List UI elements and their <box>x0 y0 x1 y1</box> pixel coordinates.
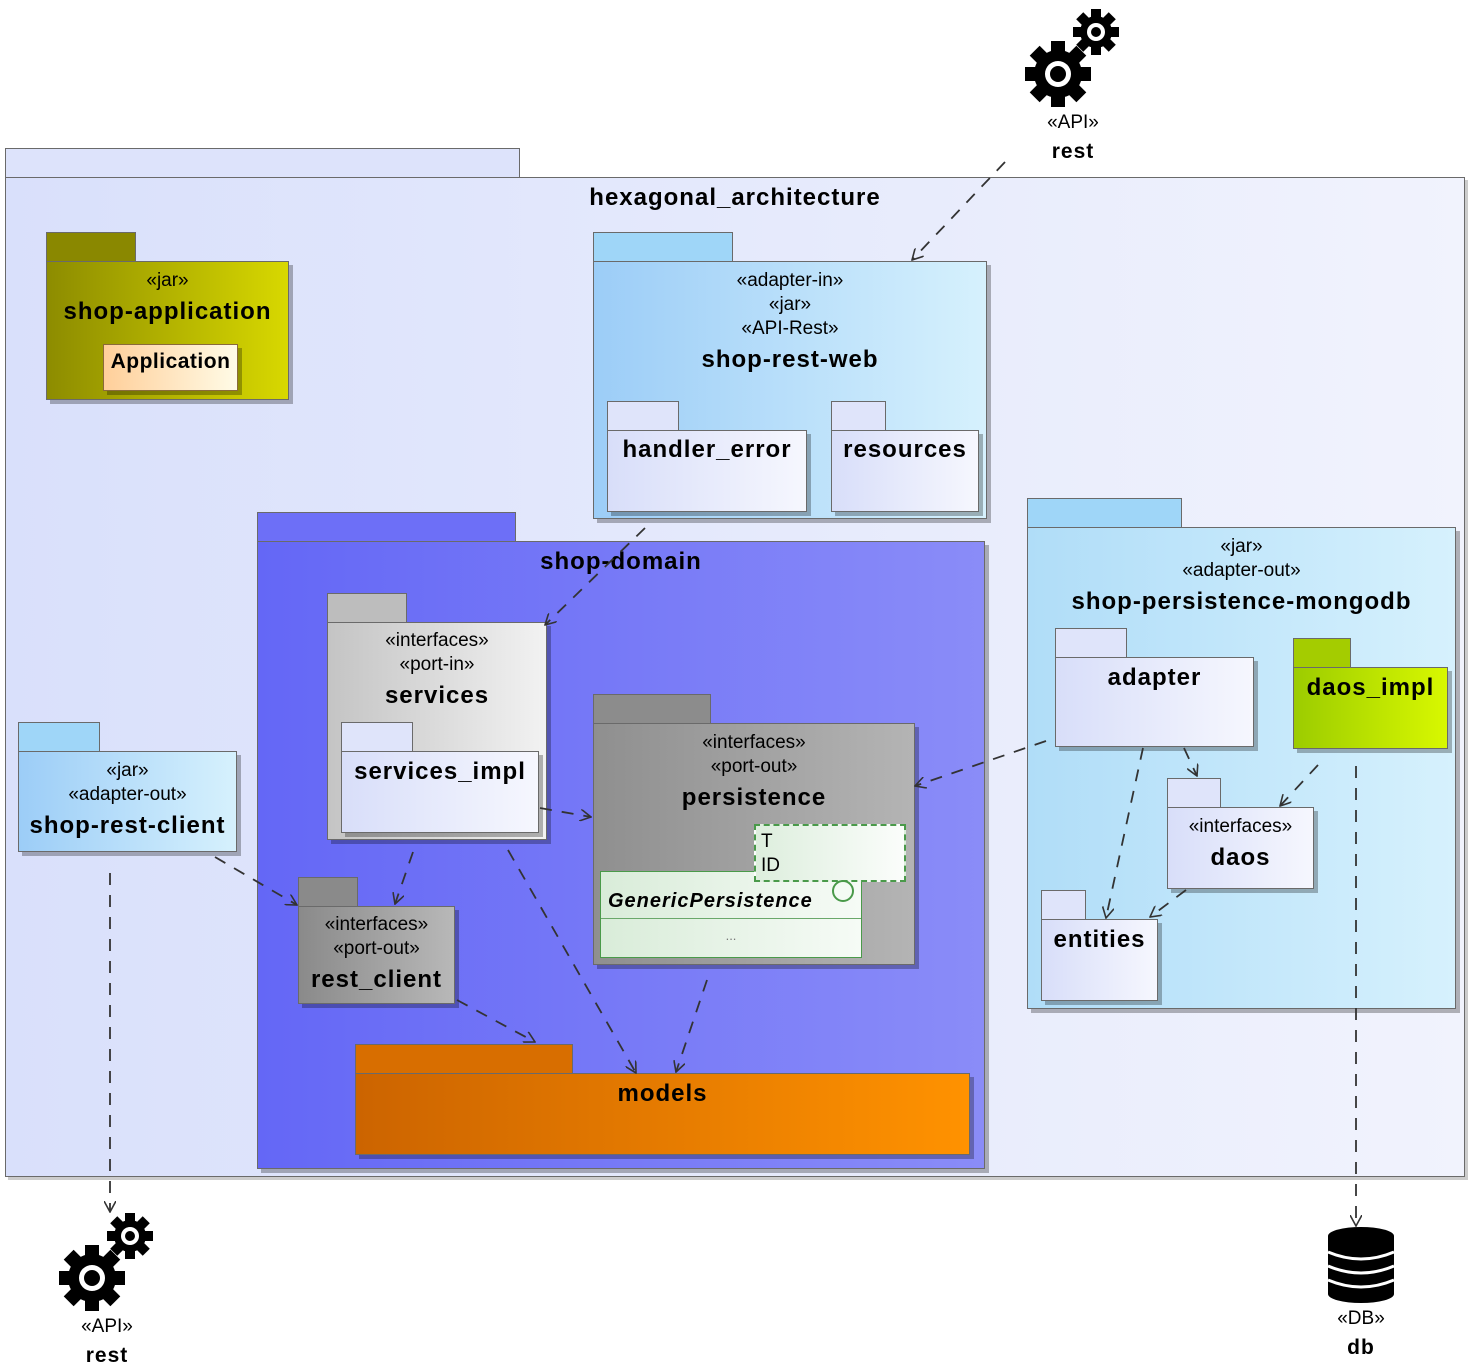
shop-rest-client-stereotype-1: «jar» <box>106 760 149 781</box>
entities-package[interactable] <box>1041 919 1158 1001</box>
adapter-name: adapter <box>1107 664 1202 691</box>
services-impl-name: services_impl <box>354 758 526 785</box>
rest-client-tab <box>298 877 358 907</box>
rest-client-name: rest_client <box>310 966 443 993</box>
services-tab <box>327 593 407 623</box>
shop-rest-client-name: shop-rest-client <box>29 812 226 839</box>
persistence-name: persistence <box>681 784 827 811</box>
db-stereotype: «DB» <box>1337 1308 1385 1329</box>
interface-lollipop-icon <box>832 880 854 902</box>
shop-rest-web-stereotype-2: «jar» <box>768 294 812 315</box>
gears-icon <box>59 1213 153 1311</box>
daos-stereotype: «interfaces» <box>1188 816 1293 837</box>
persistence-stereotype-1: «interfaces» <box>702 732 806 753</box>
mongodb-name: shop-persistence-mongodb <box>1071 588 1412 615</box>
hexagonal-architecture-title: hexagonal_architecture <box>589 184 881 211</box>
shop-application-name: shop-application <box>63 298 272 325</box>
models-name: models <box>617 1080 708 1107</box>
shop-rest-client-body <box>18 751 237 852</box>
api-bottom-name: rest <box>85 1344 129 1367</box>
shop-application-stereotype: «jar» <box>146 270 189 291</box>
mongodb-stereotype-1: «jar» <box>1220 536 1263 557</box>
resources-tab <box>831 401 886 431</box>
persistence-tab <box>593 694 711 724</box>
gears-icon <box>1025 9 1119 107</box>
handler-error-package[interactable] <box>607 430 807 512</box>
services-impl-package[interactable] <box>341 751 539 833</box>
generic-persistence-class[interactable] <box>600 871 862 958</box>
shop-rest-web-stereotype-3: «API-Rest» <box>741 318 839 339</box>
resources-package[interactable] <box>831 430 979 512</box>
daos-name: daos <box>1210 844 1271 871</box>
application-class-name: Application <box>110 350 231 373</box>
hexagonal-architecture-tab <box>5 148 520 178</box>
shop-rest-web-name: shop-rest-web <box>701 346 879 373</box>
template-param-t: T <box>761 831 773 852</box>
adapter-tab <box>1055 628 1127 658</box>
db-name: db <box>1347 1336 1375 1359</box>
template-parameter-box <box>754 824 906 882</box>
rest-client-stereotype-1: «interfaces» <box>324 914 429 935</box>
handler-error-tab <box>607 401 679 431</box>
generic-persistence-ellipsis: ... <box>725 928 737 943</box>
api-top-stereotype: «API» <box>1047 112 1099 133</box>
shop-rest-client-tab <box>18 722 100 752</box>
template-param-id: ID <box>761 855 780 876</box>
daos-package[interactable] <box>1167 807 1314 889</box>
generic-persistence-name: GenericPersistence <box>608 890 813 912</box>
api-bottom-stereotype: «API» <box>81 1316 133 1337</box>
services-impl-tab <box>341 722 413 752</box>
resources-name: resources <box>843 436 967 463</box>
daos-impl-name: daos_impl <box>1306 674 1435 701</box>
persistence-stereotype-2: «port-out» <box>710 756 798 777</box>
models-tab <box>355 1044 573 1074</box>
application-class[interactable] <box>103 344 238 391</box>
services-stereotype-2: «port-in» <box>399 654 475 675</box>
models-package[interactable] <box>355 1073 970 1155</box>
shop-persistence-mongodb-tab <box>1027 498 1182 528</box>
entities-tab <box>1041 890 1086 920</box>
shop-rest-web-tab <box>593 232 733 262</box>
rest-client-package[interactable] <box>298 906 455 1004</box>
services-stereotype-1: «interfaces» <box>385 630 489 651</box>
handler-error-name: handler_error <box>622 436 792 463</box>
database-icon <box>1327 1227 1395 1303</box>
shop-domain-tab <box>257 512 516 542</box>
services-name: services <box>384 682 490 709</box>
shop-domain-name: shop-domain <box>540 548 702 575</box>
shop-rest-client-stereotype-2: «adapter-out» <box>68 784 187 805</box>
daos-tab <box>1167 778 1221 808</box>
daos-impl-package[interactable] <box>1293 667 1448 749</box>
adapter-package[interactable] <box>1055 657 1254 747</box>
mongodb-stereotype-2: «adapter-out» <box>1182 560 1301 581</box>
entities-name: entities <box>1053 926 1146 953</box>
shop-rest-web-stereotype-1: «adapter-in» <box>736 270 844 291</box>
rest-client-stereotype-2: «port-out» <box>333 938 420 959</box>
shop-application-tab <box>46 232 136 262</box>
generic-persistence-divider <box>601 918 861 919</box>
daos-impl-tab <box>1293 638 1351 668</box>
api-top-name: rest <box>1051 140 1095 163</box>
